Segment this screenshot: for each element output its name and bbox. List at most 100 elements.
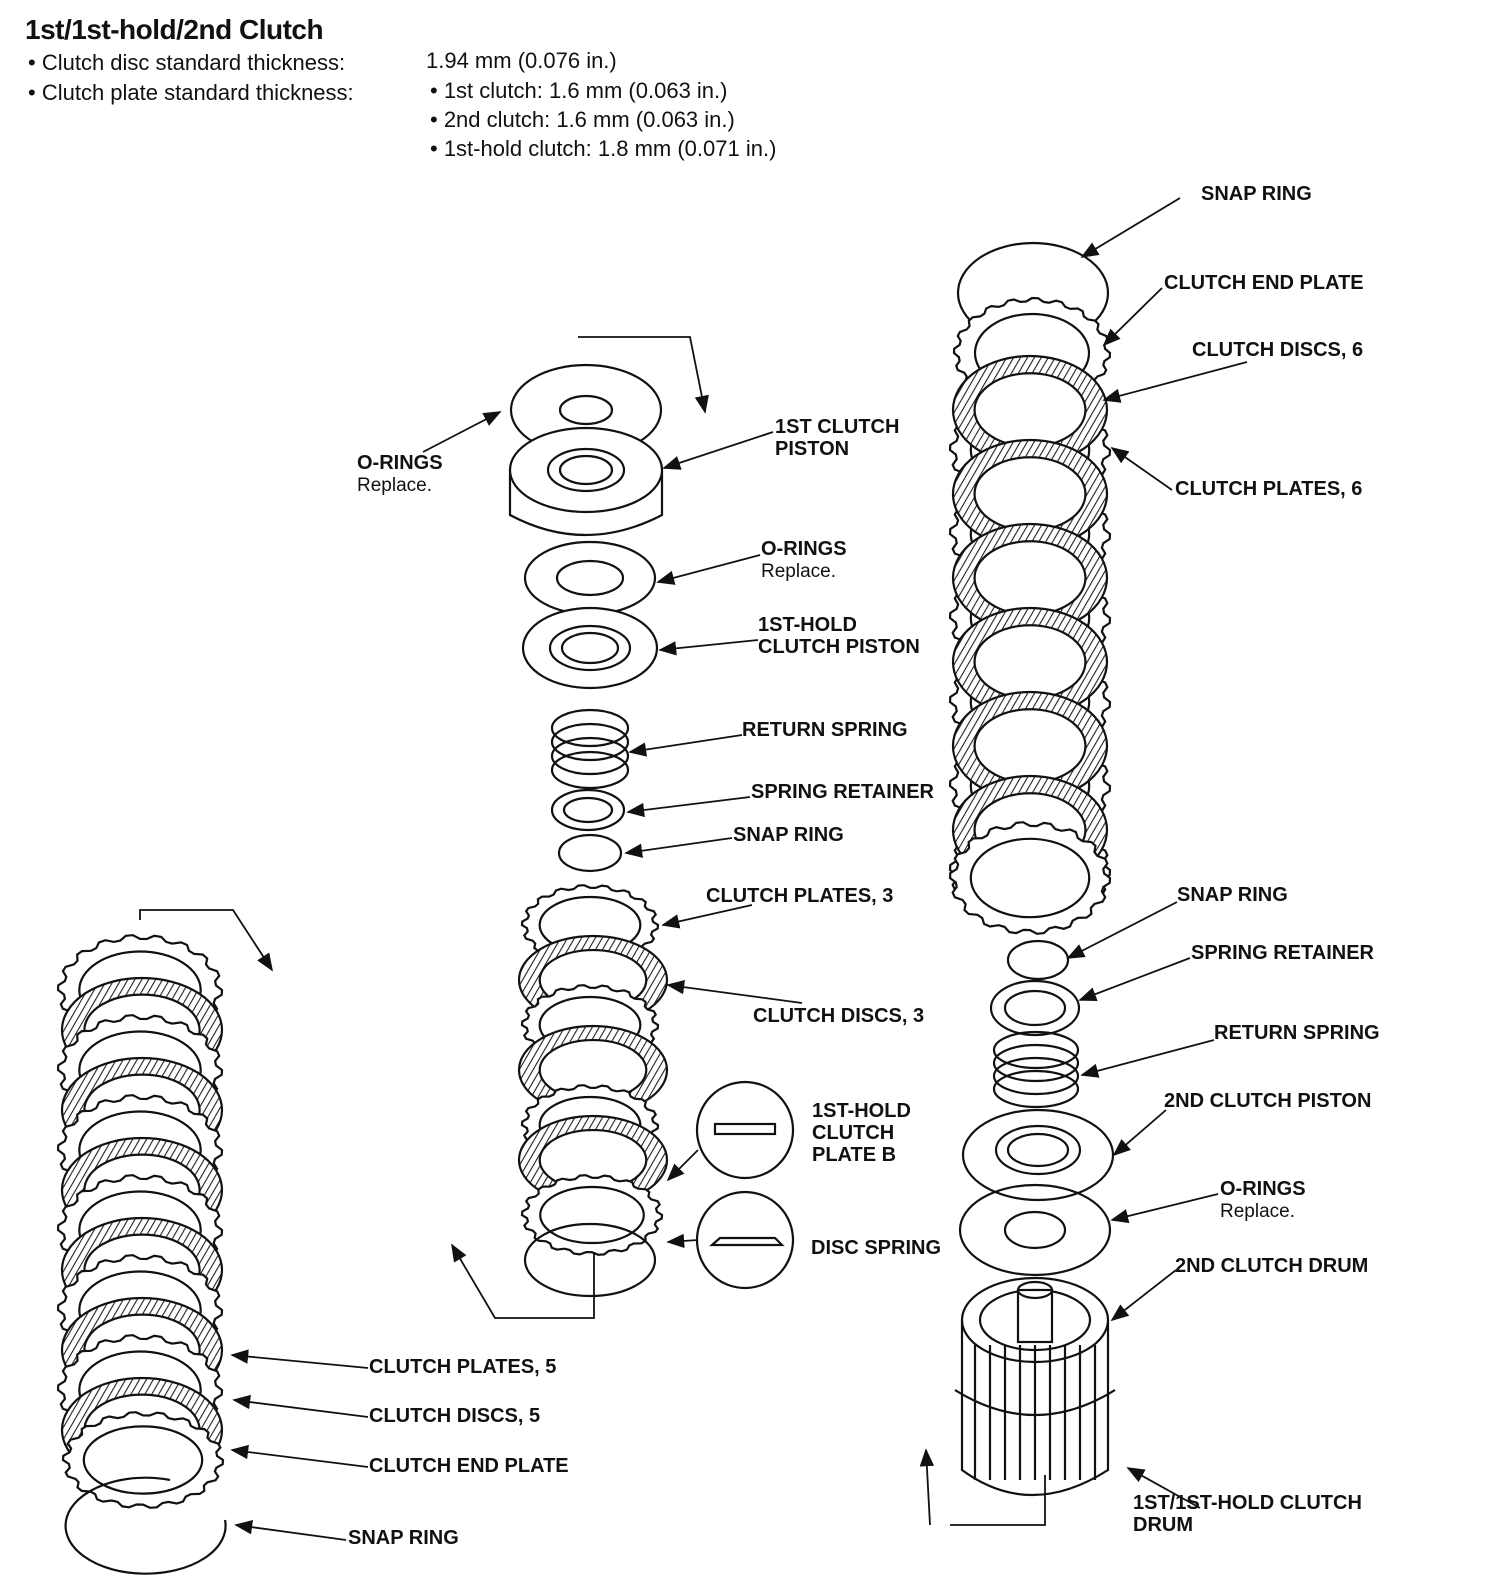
- label-clutch-discs-6: CLUTCH DISCS, 6: [1192, 339, 1364, 361]
- snap-ring-center: [557, 833, 623, 873]
- clutch-disc-right: [951, 690, 1109, 802]
- clutch-drum-assembly: [954, 1276, 1116, 1496]
- clutch-disc-right: [951, 438, 1109, 550]
- leader-clutch-discs-6: [1102, 361, 1248, 403]
- leader-center-top-bracket: [578, 336, 709, 414]
- leader-clutch-end-plate-right: [1102, 287, 1163, 347]
- o-ring-hold-inner: [555, 559, 625, 597]
- leader-drum-1st: [1126, 1467, 1201, 1509]
- return-spring-center: [550, 708, 630, 790]
- page-title: 1st/1st-hold/2nd Clutch: [25, 14, 324, 45]
- leader-left-top-bracket: [139, 909, 273, 972]
- disc-thickness-label: • Clutch disc standard thickness:: [28, 50, 346, 75]
- leader-clutch-end-plate-left: [230, 1444, 369, 1468]
- leader-plate-b: [666, 1149, 699, 1182]
- leader-snap-ring-left: [234, 1520, 347, 1541]
- o-ring-2nd-outer: [958, 1183, 1112, 1277]
- disc-thickness-value: 1.94 mm (0.076 in.): [426, 48, 617, 73]
- snap-ring-center-bottom: [523, 1222, 657, 1298]
- detail-plate-b-callout: [695, 1080, 795, 1180]
- label-clutch-plates-5: CLUTCH PLATES, 5: [369, 1356, 557, 1378]
- plate-thickness-1st: • 1st clutch: 1.6 mm (0.063 in.): [430, 78, 728, 103]
- leader-snap-ring-center: [624, 837, 733, 858]
- leader-snap-ring-right-mid: [1066, 901, 1178, 959]
- snap-ring-left: [64, 1476, 227, 1575]
- clutch-plate-center: [520, 1174, 664, 1256]
- o-rings-center-left-title: O-RINGS: [357, 452, 443, 474]
- leader-o-rings-right: [1110, 1193, 1219, 1224]
- label-snap-ring-top: SNAP RING: [1201, 183, 1312, 205]
- label-1st-hold-clutch-plate-b: 1ST-HOLD CLUTCH PLATE B: [812, 1100, 911, 1166]
- piston-1st-line1: 1ST CLUTCH: [775, 416, 900, 438]
- label-o-rings-center-right: O-RINGS Replace.: [761, 538, 847, 583]
- label-2nd-clutch-drum: 2ND CLUTCH DRUM: [1175, 1255, 1369, 1277]
- plate-b-line2: CLUTCH: [812, 1122, 895, 1144]
- clutch-piston-1st-hold: [521, 606, 659, 690]
- label-snap-ring-center: SNAP RING: [733, 824, 844, 846]
- clutch-piston-1st: [508, 426, 664, 514]
- leader-clutch-plates-6: [1110, 446, 1173, 491]
- plate-thickness-1st-hold: • 1st-hold clutch: 1.8 mm (0.071 in.): [430, 136, 777, 161]
- o-ring-1st-inner: [558, 394, 614, 426]
- label-return-spring-center: RETURN SPRING: [742, 719, 908, 741]
- leader-disc-spring: [666, 1233, 699, 1249]
- clutch-disc-right: [951, 354, 1109, 466]
- o-rings-center-left-note: Replace.: [357, 475, 432, 496]
- leader-clutch-plates-5: [230, 1349, 369, 1369]
- label-2nd-clutch-piston: 2ND CLUTCH PISTON: [1164, 1090, 1372, 1112]
- spring-retainer-right: [989, 979, 1081, 1037]
- label-o-rings-center-left: O-RINGS Replace.: [357, 452, 443, 497]
- clutch-disc-right: [951, 522, 1109, 634]
- label-clutch-plates-3: CLUTCH PLATES, 3: [706, 885, 894, 907]
- label-clutch-end-plate-right: CLUTCH END PLATE: [1164, 272, 1364, 294]
- label-clutch-plates-6: CLUTCH PLATES, 6: [1175, 478, 1363, 500]
- leader-return-spring-right: [1080, 1039, 1215, 1078]
- spring-retainer-center: [550, 788, 626, 832]
- label-1st-1st-hold-clutch-drum: 1ST/1ST-HOLD CLUTCH DRUM: [1133, 1492, 1362, 1536]
- label-snap-ring-right-mid: SNAP RING: [1177, 884, 1288, 906]
- label-1st-clutch-piston: 1ST CLUTCH PISTON: [775, 416, 899, 460]
- snap-ring-right-mid: [1006, 939, 1070, 981]
- leader-o-rings-center-right: [656, 554, 761, 585]
- o-ring-hold-outer: [523, 540, 657, 616]
- return-spring-right: [992, 1030, 1080, 1109]
- clutch-plate-right: [948, 821, 1112, 935]
- label-o-rings-right: O-RINGS Replace.: [1220, 1178, 1306, 1223]
- label-clutch-discs-5: CLUTCH DISCS, 5: [369, 1405, 541, 1427]
- leader-spring-retainer-center: [626, 796, 751, 818]
- hold-piston-line2: CLUTCH PISTON: [758, 636, 920, 658]
- hold-piston-line1: 1ST-HOLD: [758, 614, 857, 636]
- leader-2nd-clutch-piston: [1112, 1109, 1167, 1157]
- label-1st-hold-clutch-piston: 1ST-HOLD CLUTCH PISTON: [758, 614, 920, 658]
- leader-drum-bracket: [950, 1475, 1046, 1526]
- leader-o-rings-center-left: [422, 411, 502, 453]
- o-rings-right-note: Replace.: [1220, 1201, 1295, 1222]
- leader-return-spring-center: [628, 734, 743, 757]
- leader-spring-retainer-right: [1078, 957, 1191, 1001]
- o-ring-2nd-inner: [1003, 1210, 1067, 1250]
- leader-clutch-discs-5: [232, 1394, 369, 1418]
- plate-b-line1: 1ST-HOLD: [812, 1100, 911, 1122]
- plate-b-line3: PLATE B: [812, 1144, 897, 1166]
- label-spring-retainer-center: SPRING RETAINER: [751, 781, 934, 803]
- leader-1st-clutch-piston: [662, 431, 774, 470]
- label-clutch-discs-3: CLUTCH DISCS, 3: [753, 1005, 925, 1027]
- label-snap-ring-left: SNAP RING: [348, 1527, 459, 1549]
- label-return-spring-right: RETURN SPRING: [1214, 1022, 1380, 1044]
- leader-clutch-discs-3: [666, 980, 803, 1004]
- leader-snap-ring-top: [1080, 197, 1181, 258]
- leader-1st-hold-piston: [658, 639, 759, 656]
- o-rings-center-right-note: Replace.: [761, 561, 836, 582]
- plate-thickness-2nd: • 2nd clutch: 1.6 mm (0.063 in.): [430, 107, 735, 132]
- drum-1st-line1: 1ST/1ST-HOLD CLUTCH: [1133, 1492, 1362, 1514]
- leader-2nd-clutch-drum: [1110, 1269, 1177, 1322]
- plate-thickness-label: • Clutch plate standard thickness:: [28, 80, 354, 105]
- o-rings-right-title: O-RINGS: [1220, 1178, 1306, 1200]
- detail-disc-spring-callout: [695, 1190, 795, 1290]
- o-rings-center-right-title: O-RINGS: [761, 538, 847, 560]
- leader-clutch-plates-3: [661, 904, 753, 929]
- piston-1st-line2: PISTON: [775, 438, 850, 460]
- label-clutch-end-plate-left: CLUTCH END PLATE: [369, 1455, 569, 1477]
- clutch-piston-2nd: [961, 1108, 1115, 1202]
